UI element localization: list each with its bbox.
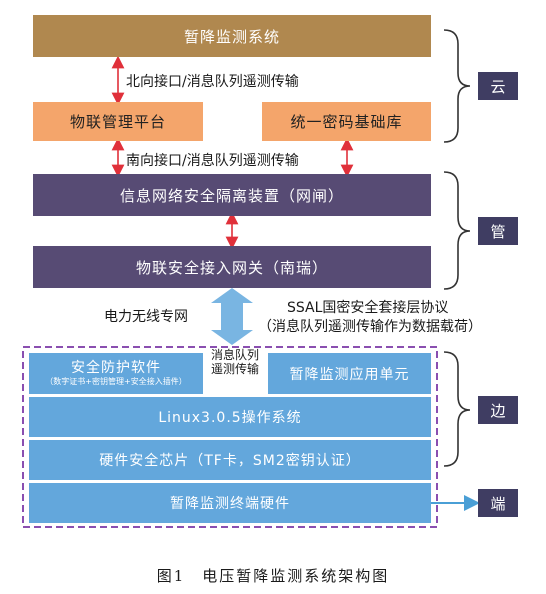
wireless-big-arrow xyxy=(211,288,253,345)
terminal-hardware-box: 暂降监测终端硬件 xyxy=(29,483,431,523)
surveillance-system-label: 暂降监测系统 xyxy=(183,27,280,46)
monitor-app-box: 暂降监测应用单元 xyxy=(268,353,431,394)
linux-os-box: Linux3.0.5操作系统 xyxy=(29,397,431,437)
south-interface-label: 南向接口/消息队列遥测传输 xyxy=(126,153,299,169)
terminal-hardware-label: 暂降监测终端硬件 xyxy=(170,496,290,512)
iot-gateway-label: 物联安全接入网关（南瑞） xyxy=(135,258,328,277)
isolation-device-label: 信息网络安全隔离装置（网闸） xyxy=(119,186,344,205)
cloud-brace xyxy=(443,29,471,143)
isolation-device-box: 信息网络安全隔离装置（网闸） xyxy=(33,174,431,216)
mq-label-line1: 消息队列 xyxy=(210,348,259,362)
tag-pipe: 管 xyxy=(478,217,518,245)
iot-platform-box: 物联管理平台 xyxy=(33,102,203,141)
linux-os-label: Linux3.0.5操作系统 xyxy=(158,410,302,426)
security-software-box: 安全防护软件 （数字证书+密钥管理+安全接入插件） xyxy=(29,353,203,394)
hw-security-chip-label: 硬件安全芯片（TF卡，SM2密钥认证） xyxy=(99,453,361,469)
monitor-app-label: 暂降监测应用单元 xyxy=(289,366,410,383)
north-interface-label: 北向接口/消息队列遥测传输 xyxy=(126,74,299,90)
wireless-network-label: 电力无线专网 xyxy=(104,309,188,325)
ssal-payload-label: （消息队列遥测传输作为数据载荷） xyxy=(258,319,482,335)
mq-label-line2: 遥测传输 xyxy=(210,361,259,376)
ssal-protocol-label: SSAL国密安全套接层协议 xyxy=(287,300,449,316)
crypto-base-box: 统一密码基础库 xyxy=(262,102,431,141)
pipe-brace xyxy=(443,171,471,290)
security-software-sub-label: （数字证书+密钥管理+安全接入插件） xyxy=(45,377,187,387)
surveillance-system-box: 暂降监测系统 xyxy=(33,15,431,57)
iot-platform-label: 物联管理平台 xyxy=(69,113,166,131)
crypto-base-label: 统一密码基础库 xyxy=(290,113,403,131)
security-software-label: 安全防护软件 xyxy=(71,360,161,377)
hw-security-chip-box: 硬件安全芯片（TF卡，SM2密钥认证） xyxy=(29,440,431,480)
iot-gateway-box: 物联安全接入网关（南瑞） xyxy=(33,246,431,288)
mq-label: 消息队列 遥测传输 xyxy=(203,348,267,377)
edge-brace xyxy=(443,351,471,467)
tag-edge: 边 xyxy=(478,396,518,424)
figure-caption: 图1 电压暂降监测系统架构图 xyxy=(156,567,390,585)
tag-cloud: 云 xyxy=(478,72,518,100)
tag-end: 端 xyxy=(478,489,518,517)
